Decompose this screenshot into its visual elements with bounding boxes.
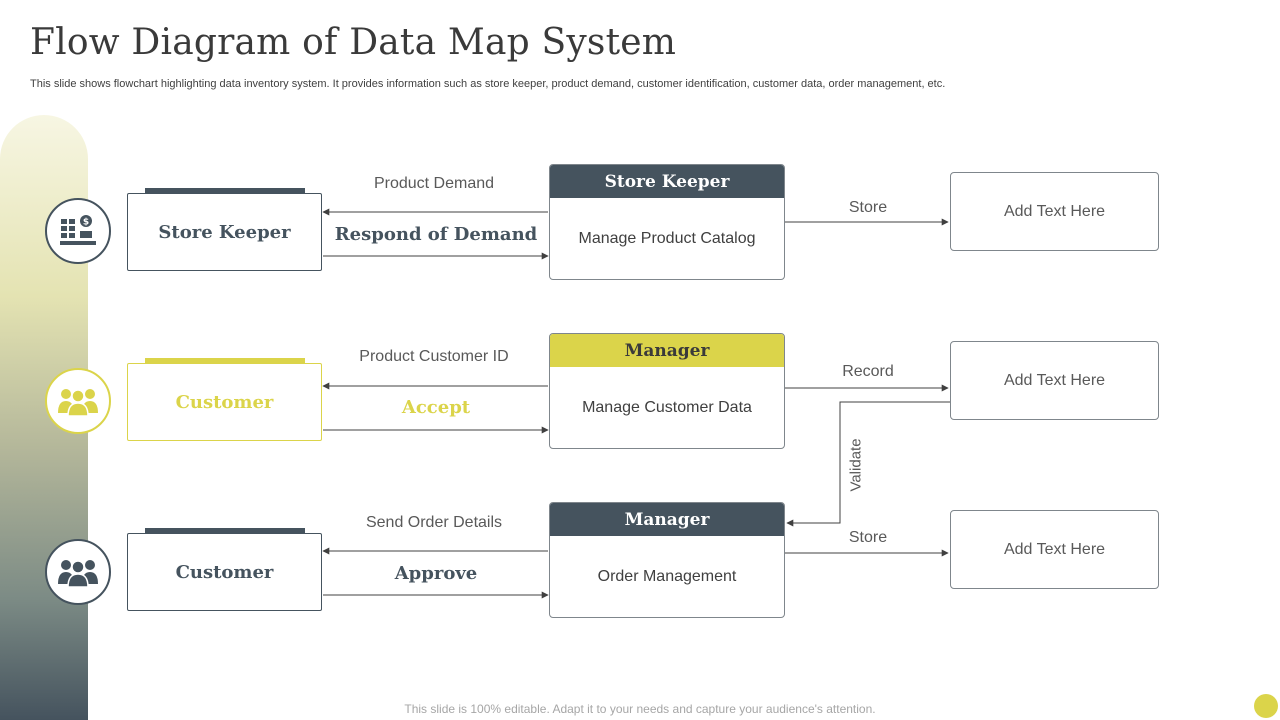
flow-label-top: Product Customer ID [359,348,509,365]
process-box-manager: Manager Order Management [549,502,785,618]
process-box-store-keeper: Store Keeper Manage Product Catalog [549,164,785,280]
actor-accent-bar [145,188,305,193]
process-box-body: Manage Product Catalog [578,229,756,247]
flow-label-bottom: Approve [394,563,478,584]
customers-icon-circle [45,539,111,605]
flow-label-right: Record [842,363,894,380]
actor-accent-bar [145,358,305,363]
text-placeholder-box: Add Text Here [950,341,1159,420]
flow-label-right: Store [848,199,888,216]
customers-icon [58,389,98,417]
process-box-header: Store Keeper [550,165,784,198]
actor-box-customer: Customer [127,533,322,611]
flow-label-top: Product Demand [373,175,495,192]
flow-label-right: Store [848,529,888,546]
warehouse-icon: $ [60,215,96,245]
svg-text:$: $ [83,218,89,228]
process-box-header: Manager [550,503,784,536]
text-placeholder-box: Add Text Here [950,172,1159,251]
process-box-body: Manage Customer Data [582,398,752,416]
flow-label-top: Send Order Details [365,514,503,531]
process-box-manager: Manager Manage Customer Data [549,333,785,449]
text-placeholder-box: Add Text Here [950,510,1159,589]
process-box-header: Manager [550,334,784,367]
actor-accent-bar [145,528,305,533]
page-subtitle: This slide shows flowchart highlighting … [30,78,946,90]
accent-dot [1254,694,1278,718]
validate-arrow [786,401,950,527]
customers-icon [58,560,98,588]
flow-label-bottom: Accept [401,397,471,418]
actor-box-store-keeper: Store Keeper [127,193,322,271]
page-title: Flow Diagram of Data Map System [30,22,677,63]
flow-label-bottom: Respond of Demand [334,224,538,245]
actor-box-customer: Customer [127,363,322,441]
footer-note: This slide is 100% editable. Adapt it to… [404,702,876,716]
customers-icon-circle [45,368,111,434]
warehouse-icon-circle: $ [45,198,111,264]
process-box-body: Order Management [597,567,737,585]
